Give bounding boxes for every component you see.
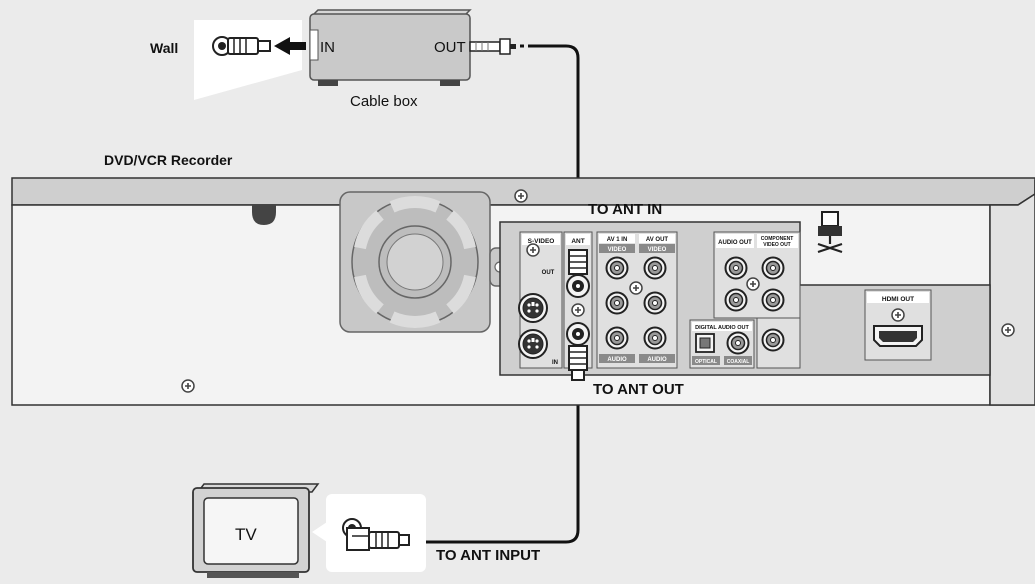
tv-label: TV <box>235 525 257 544</box>
cable-box <box>309 9 472 86</box>
s-video-out-label: OUT <box>542 270 555 276</box>
av1-audio-label: AUDIO <box>607 357 627 363</box>
ant-in-plug <box>568 249 588 275</box>
cable-box-in-label: IN <box>320 39 335 56</box>
tv <box>192 483 320 578</box>
av1-in-label: AV 1 IN <box>607 237 628 243</box>
s-video-out-jack <box>518 293 548 323</box>
ground-terminal-icon <box>817 211 843 254</box>
cable-box-label: Cable box <box>350 93 418 110</box>
digital-audio-out-label: DIGITAL AUDIO OUT <box>695 325 749 331</box>
s-video-in-label: IN <box>552 360 558 366</box>
ant-out-jack <box>566 322 590 346</box>
cable-box-out-connector <box>469 38 516 55</box>
hdmi-out-label: HDMI OUT <box>882 296 914 303</box>
ant-in-jack <box>566 274 590 298</box>
cable-to-ant-in <box>520 44 580 252</box>
cooling-fan <box>339 191 513 333</box>
wall-outlet-connector <box>212 36 271 56</box>
to-ant-input-label: TO ANT INPUT <box>436 547 540 564</box>
tv-antenna-connector <box>342 518 410 551</box>
wall-plate <box>194 20 302 100</box>
av-out-audio-label: AUDIO <box>647 357 667 363</box>
component-label: COMPONENT <box>761 236 794 242</box>
hdmi-out-jack <box>873 325 923 347</box>
optical-label: OPTICAL <box>695 359 717 365</box>
s-video-label: S-VIDEO <box>528 238 555 245</box>
coaxial-label: COAXIAL <box>727 359 750 365</box>
recorder-label: DVD/VCR Recorder <box>104 152 233 168</box>
to-ant-in-label: TO ANT IN <box>588 201 662 218</box>
s-video-in-jack <box>518 329 548 359</box>
av-out-video-label: VIDEO <box>648 247 667 253</box>
optical-jack <box>695 333 715 353</box>
audio-out-label: AUDIO OUT <box>718 240 752 246</box>
av-out-label: AV OUT <box>646 237 669 243</box>
av1-video-label: VIDEO <box>608 247 627 253</box>
to-ant-out-label: TO ANT OUT <box>593 381 684 398</box>
arrow-left-icon <box>274 37 306 55</box>
wall-label: Wall <box>150 40 178 56</box>
cable-to-tv <box>404 380 580 544</box>
ant-label: ANT <box>571 238 584 245</box>
ant-out-plug <box>568 345 588 381</box>
component-video-out-label: VIDEO OUT <box>763 242 791 248</box>
cable-box-out-label: OUT <box>434 39 466 56</box>
